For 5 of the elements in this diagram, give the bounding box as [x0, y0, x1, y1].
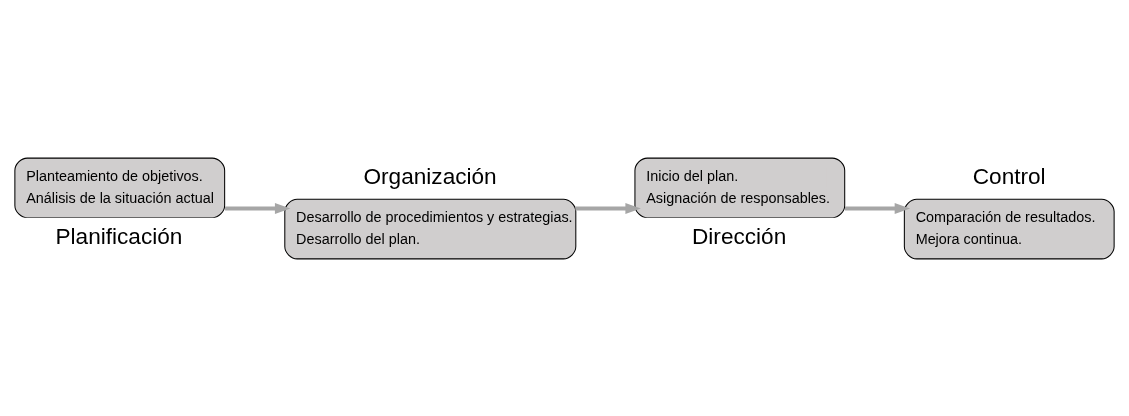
- arrow: [225, 202, 291, 214]
- arrow: [845, 202, 911, 214]
- node-label: Organización: [363, 163, 497, 189]
- node-label: Control: [972, 163, 1046, 189]
- arrow: [575, 202, 641, 214]
